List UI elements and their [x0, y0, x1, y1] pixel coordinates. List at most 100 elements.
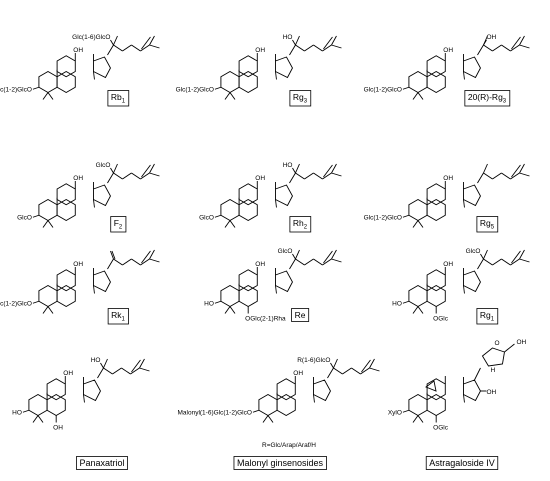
compound-10: Malonyl(1-6)Glc(1-2)GlcOOHR(1-6)GlcOR=Gl… — [178, 357, 380, 470]
bond — [141, 164, 151, 178]
bond — [122, 258, 132, 266]
c20-bond — [97, 367, 104, 379]
compound-name-text: Re — [295, 310, 306, 320]
methyl-4b — [229, 92, 236, 100]
c3-substituent: GlcO — [17, 214, 32, 221]
c3-o-bond — [32, 214, 40, 218]
bond — [149, 44, 160, 49]
methyl-14 — [463, 394, 465, 403]
methyl-4a — [224, 306, 231, 314]
ring-d — [275, 270, 293, 293]
ring-c — [426, 269, 446, 292]
compound-name-subscript: 3 — [503, 99, 507, 105]
c3-substituent: GlcO — [199, 214, 214, 221]
methyl-4a — [224, 92, 231, 100]
c3-o-bond — [214, 300, 222, 304]
bond — [323, 250, 333, 264]
compound-label-1: Rg3 — [289, 90, 312, 107]
ring-b — [238, 198, 258, 222]
c20-o-bond — [100, 362, 104, 369]
c12-substituent: OH — [255, 47, 265, 54]
furan-ring — [481, 347, 505, 367]
ring-d — [275, 184, 293, 207]
c3-substituent: Malonyl(1-6)Glc(1-2)GlcO — [178, 409, 252, 416]
compound-label-0: Rb1 — [107, 90, 130, 107]
methyl-14 — [313, 394, 315, 403]
compound-name: Rk1 — [111, 310, 125, 323]
bond — [331, 249, 337, 260]
c12-substituent: OH — [443, 47, 453, 54]
bond — [483, 44, 493, 52]
compound-label-box — [476, 308, 499, 325]
methyl-14 — [275, 285, 277, 294]
c20-bond — [107, 258, 114, 270]
methylene — [110, 250, 114, 260]
bond — [121, 367, 131, 375]
methyl-4b — [417, 306, 424, 314]
c20-o-bond — [292, 253, 296, 260]
methyl-14 — [463, 199, 465, 208]
bond — [369, 367, 380, 372]
bond — [149, 258, 160, 263]
methyl-4b — [37, 415, 44, 423]
bond — [295, 44, 305, 52]
bond — [313, 172, 323, 180]
c20-bond — [289, 44, 296, 56]
compound-name-text: Rh — [293, 218, 304, 228]
c21-methyl — [295, 163, 300, 174]
ring-a — [220, 284, 240, 308]
methyl-4a — [42, 306, 49, 314]
c16-substituent: OH — [486, 389, 496, 396]
compound-name-text: Panaxatriol — [79, 458, 124, 468]
methyl-4b — [47, 220, 54, 228]
c21-methyl — [113, 163, 118, 174]
c20-bond — [107, 44, 114, 56]
bond — [313, 44, 323, 52]
c3-o-bond — [214, 214, 222, 218]
bond — [511, 164, 521, 178]
c3-o-bond — [402, 409, 410, 413]
methyl-14 — [275, 199, 277, 208]
bond — [351, 367, 361, 375]
ring-b — [56, 70, 76, 94]
bond — [519, 44, 530, 49]
bond — [304, 172, 314, 180]
bond — [131, 172, 141, 180]
compound-name-text: Rg — [480, 218, 491, 228]
bond — [361, 359, 371, 373]
c12-substituent: OH — [443, 261, 453, 268]
methyl-14 — [463, 285, 465, 294]
bond — [342, 367, 352, 375]
ring-d — [275, 56, 293, 79]
bond — [139, 367, 150, 372]
ring-a — [408, 284, 428, 308]
ring-a — [220, 198, 240, 222]
bond — [483, 258, 493, 266]
c12-substituent: OH — [255, 175, 265, 182]
ring-oxygen: O — [494, 340, 499, 347]
c20-o-bond — [292, 39, 296, 46]
bond — [295, 258, 305, 266]
bond — [322, 44, 332, 52]
c20-substituent: GlcO — [466, 248, 481, 255]
ring-a — [258, 393, 278, 417]
c20-substituent: Glc(1-6)GlcO — [72, 34, 110, 41]
methyl-4a — [412, 306, 419, 314]
compound-name: Rg5 — [480, 218, 495, 231]
c3-substituent: Glc(1-2)GlcO — [0, 300, 32, 307]
compound-name-text: Rg — [480, 310, 491, 320]
ring-b — [56, 198, 76, 222]
bond — [322, 258, 332, 266]
compound-name: Panaxatriol — [79, 458, 124, 468]
bond — [322, 172, 332, 180]
ring-b — [426, 70, 446, 94]
compound-name: Rb1 — [111, 92, 126, 105]
compound-name-subscript: 5 — [491, 225, 495, 231]
bond — [511, 36, 521, 50]
compound-label-5: Rg5 — [476, 216, 499, 233]
compound-name: Re — [295, 310, 306, 320]
compound-name-text: Rk — [111, 310, 122, 320]
